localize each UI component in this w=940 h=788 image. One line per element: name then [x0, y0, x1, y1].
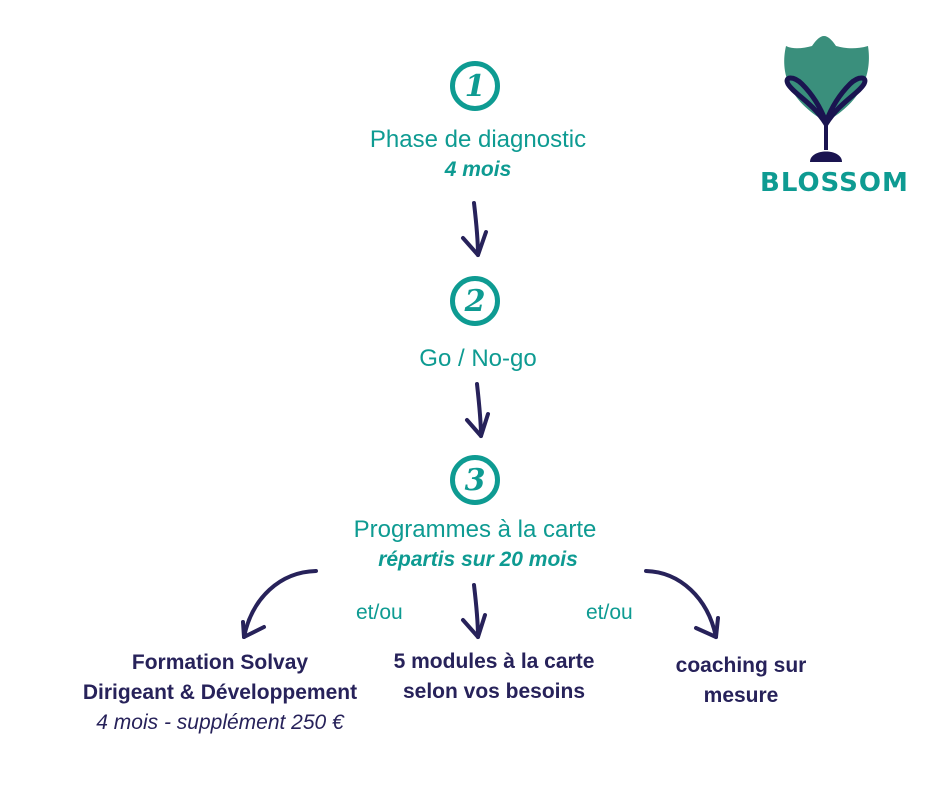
step-1-subtitle: 4 mois: [444, 158, 512, 181]
option-modules-line2: selon vos besoins: [402, 680, 586, 703]
option-coaching-line2: mesure: [703, 684, 779, 707]
arrow-curved-left-icon: [241, 569, 318, 639]
option-formation-line2: Dirigeant & Développement: [82, 681, 358, 704]
option-coaching: coaching sur mesure: [626, 651, 856, 711]
step-2-number-badge: 2: [450, 276, 500, 326]
blossom-flower-icon: [784, 36, 869, 162]
connector-label-right: et/ou: [586, 601, 633, 624]
arrow-down-icon: [461, 583, 487, 639]
step-3-subtitle: répartis sur 20 mois: [378, 548, 578, 571]
option-formation-line3: 4 mois - supplément 250 €: [96, 711, 344, 734]
option-coaching-line1: coaching sur: [675, 654, 807, 677]
logo-wordmark: BLOSSOM: [760, 168, 909, 198]
option-formation: Formation Solvay Dirigeant & Développeme…: [70, 648, 370, 738]
option-modules: 5 modules à la carte selon vos besoins: [364, 647, 624, 707]
step-3-number-badge: 3: [450, 455, 500, 505]
step-3-title: Programmes à la carte: [353, 516, 597, 543]
arrow-down-icon: [461, 201, 488, 257]
connector-label-left: et/ou: [356, 601, 403, 624]
arrow-down-icon: [465, 382, 490, 438]
step-1-title: Phase de diagnostic: [369, 126, 587, 153]
option-formation-line1: Formation Solvay: [131, 651, 309, 674]
arrow-curved-right-icon: [644, 569, 720, 639]
option-modules-line1: 5 modules à la carte: [393, 650, 595, 673]
step-1-number-badge: 1: [450, 61, 500, 111]
step-2-title: Go / No-go: [419, 345, 537, 372]
